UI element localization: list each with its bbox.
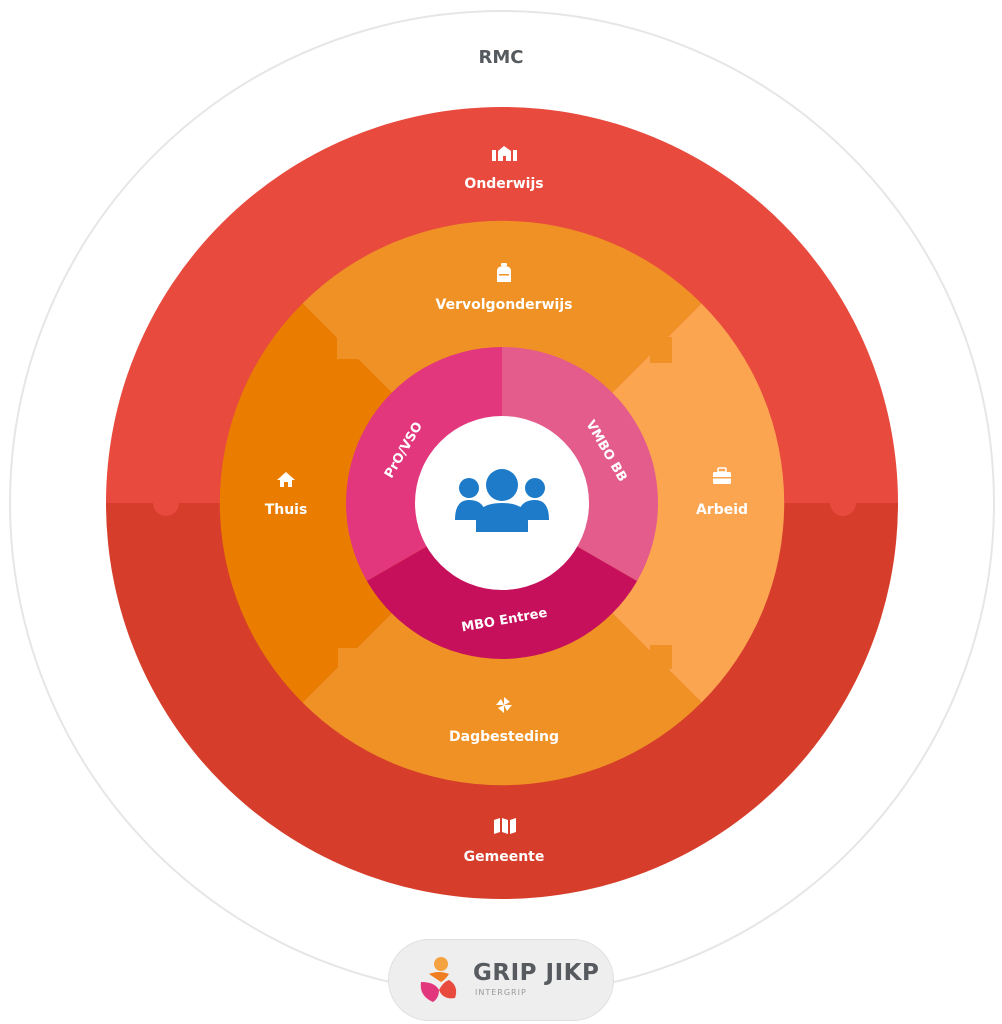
puzzle-notch xyxy=(337,337,363,359)
logo-subtitle: INTERGRIP xyxy=(475,988,527,997)
grip-jikp-logo: GRIP JIKP INTERGRIP xyxy=(388,939,614,1021)
users-icon xyxy=(455,469,549,532)
rmc-label: RMC xyxy=(479,47,524,68)
map-icon xyxy=(494,818,516,834)
puzzle-notch xyxy=(650,337,672,363)
puzzle-notch xyxy=(338,648,362,670)
logo-title: GRIP JIKP xyxy=(473,960,600,986)
logo-mark xyxy=(420,957,457,1002)
puzzle-nub-left xyxy=(153,490,179,516)
briefcase-icon xyxy=(713,467,731,484)
puzzle-nub-right xyxy=(830,490,856,516)
home-icon xyxy=(277,472,295,487)
middle-label-dagbesteding: Dagbesteding xyxy=(449,729,559,745)
school-icon xyxy=(492,146,517,161)
outer-label-onderwijs: Onderwijs xyxy=(464,176,543,192)
middle-label-vervolgonderwijs: Vervolgonderwijs xyxy=(436,297,573,313)
middle-label-thuis: Thuis xyxy=(265,502,308,518)
middle-label-arbeid: Arbeid xyxy=(696,502,748,518)
pinwheel-icon xyxy=(496,697,512,713)
backpack-icon xyxy=(497,263,511,282)
outer-label-gemeente: Gemeente xyxy=(464,849,545,865)
puzzle-notch xyxy=(650,645,672,669)
